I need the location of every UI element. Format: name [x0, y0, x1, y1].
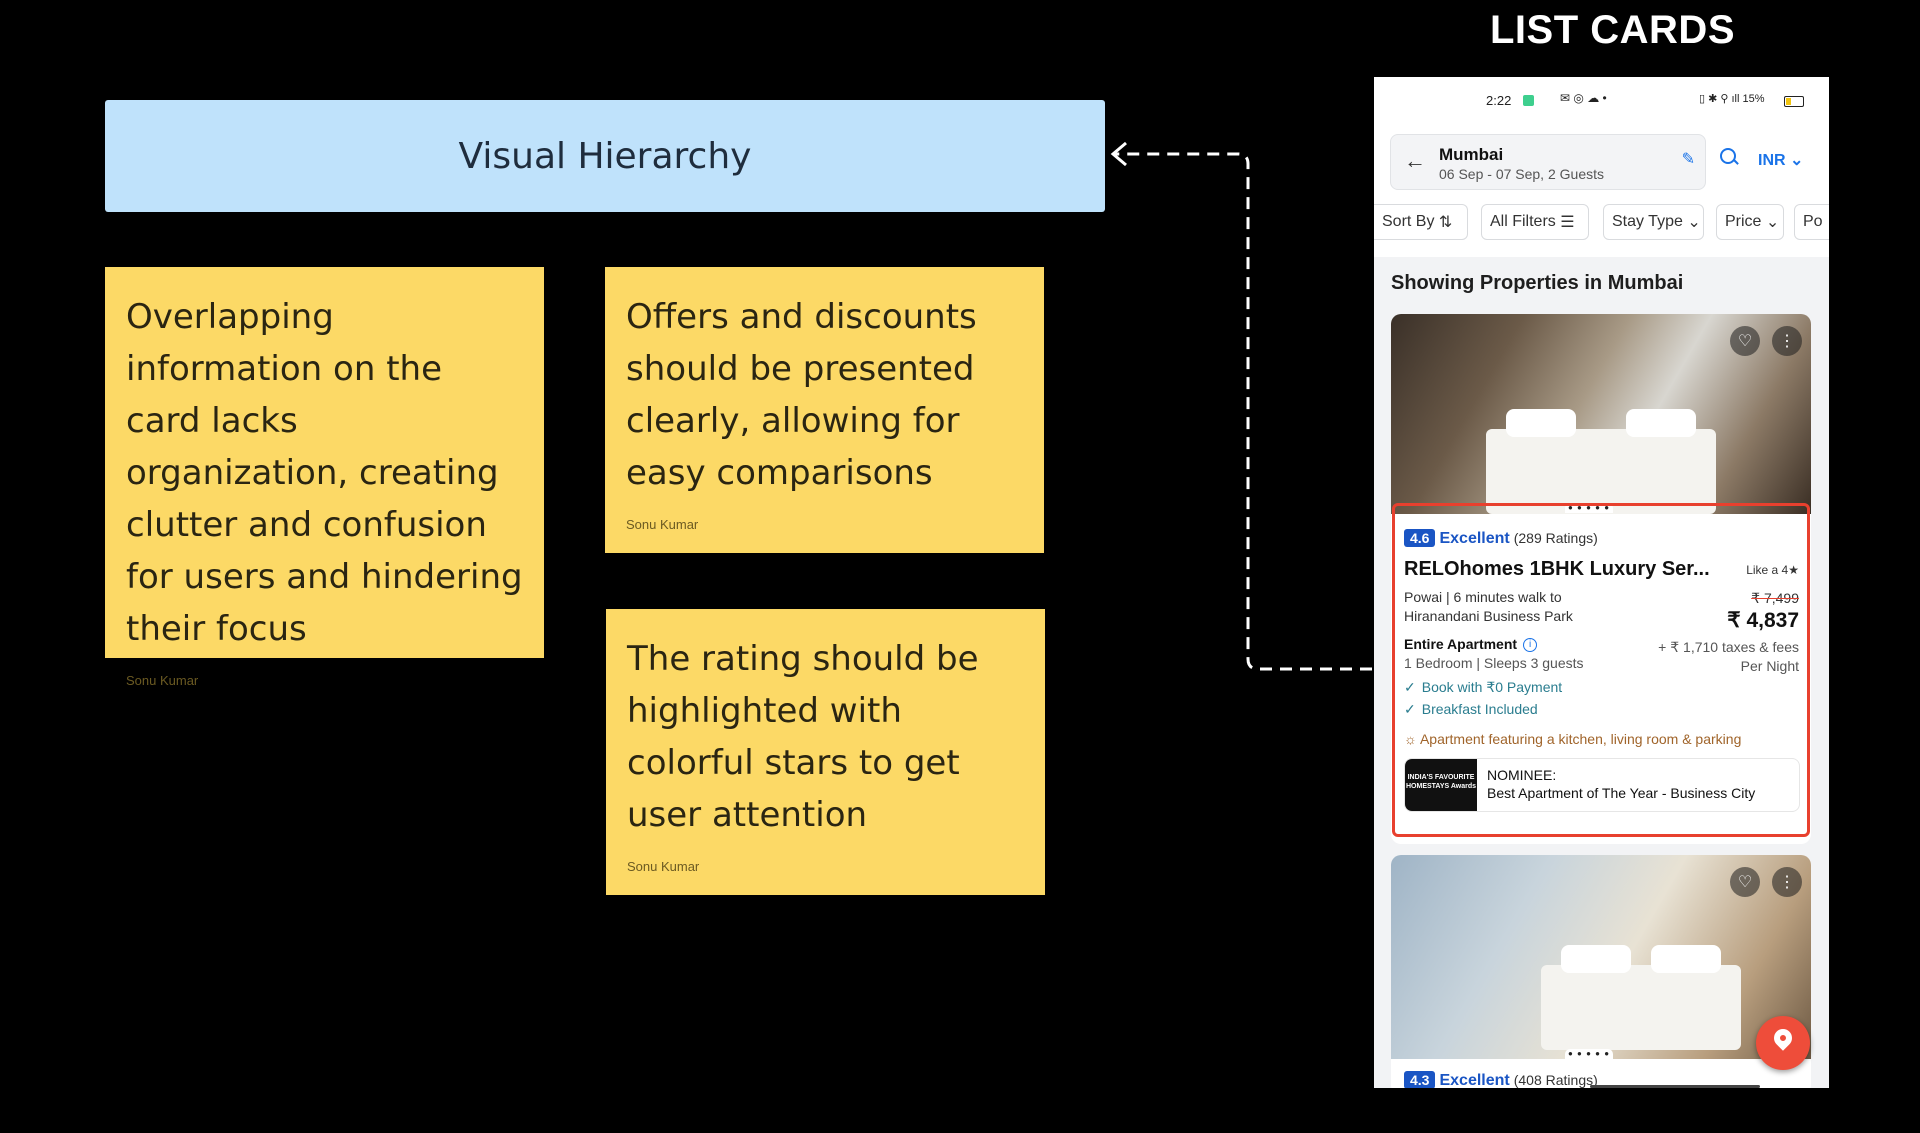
info-icon[interactable]: i — [1523, 638, 1538, 653]
feature-highlight: ☼ Apartment featuring a kitchen, living … — [1404, 731, 1741, 747]
chip-label: Sort By — [1382, 213, 1435, 230]
discounted-price: ₹ 4,837 — [1727, 609, 1799, 632]
like-tag: Like a 4★ — [1746, 563, 1799, 577]
perk-label: Book with ₹0 Payment — [1421, 679, 1563, 695]
chip-label: Po — [1803, 213, 1823, 230]
carousel-dots[interactable]: ● ● ● ● ● — [1565, 503, 1613, 513]
list-cards-title: LIST CARDS — [1490, 8, 1735, 52]
bed-illustration — [1486, 409, 1716, 514]
property-name[interactable]: RELOhomes 1BHK Luxury Ser... — [1404, 558, 1710, 580]
note-author: Sonu Kumar — [126, 673, 199, 688]
property-location: Powai | 6 minutes walk to Hiranandani Bu… — [1404, 589, 1573, 624]
note-text: The rating should be highlighted with co… — [627, 639, 979, 835]
perk-item: ✓ Book with ₹0 Payment — [1404, 679, 1562, 696]
bed-illustration — [1541, 945, 1741, 1050]
more-options-icon[interactable]: ⋮ — [1772, 326, 1802, 356]
status-time: 2:22 — [1486, 93, 1512, 108]
app-notification-icon — [1523, 95, 1534, 106]
chip-label: All Filters — [1490, 213, 1556, 230]
heart-icon[interactable]: ♡ — [1730, 326, 1760, 356]
perk-label: Breakfast Included — [1421, 701, 1538, 717]
home-indicator[interactable] — [1590, 1085, 1760, 1088]
battery-icon — [1784, 96, 1804, 107]
property-type-label: Entire Apartment — [1404, 636, 1518, 652]
sticky-note-rating: The rating should be highlighted with co… — [606, 609, 1045, 895]
more-options-icon[interactable]: ⋮ — [1772, 867, 1802, 897]
pillow — [1506, 409, 1576, 437]
battery-percent: 15% — [1742, 93, 1765, 105]
lightbulb-icon: ☼ — [1404, 731, 1417, 747]
note-author: Sonu Kumar — [626, 517, 699, 532]
system-icons: ▯ ✱ ⚲ ıll 15% — [1699, 93, 1765, 105]
chip-label: Price — [1725, 213, 1762, 230]
phone-screen: 2:22 ✉ ◎ ☁ • ▯ ✱ ⚲ ıll 15% ← Mumbai 06 S… — [1374, 77, 1829, 1088]
note-text: Overlapping information on the card lack… — [126, 297, 523, 649]
rating-badge: 4.6 — [1404, 529, 1436, 547]
notification-icons: ✉ ◎ ☁ • — [1560, 91, 1607, 105]
check-icon: ✓ — [1404, 679, 1416, 695]
search-summary-bar[interactable]: ← Mumbai 06 Sep - 07 Sep, 2 Guests ✎ — [1390, 134, 1706, 190]
pillow — [1626, 409, 1696, 437]
pillow — [1561, 945, 1631, 973]
original-price: ₹ 7,499 — [1751, 590, 1799, 606]
search-icon[interactable] — [1720, 148, 1736, 164]
back-arrow-icon[interactable]: ← — [1404, 148, 1426, 173]
sticky-note-offers: Offers and discounts should be presented… — [605, 267, 1044, 553]
results-heading: Showing Properties in Mumbai — [1391, 272, 1684, 294]
visual-hierarchy-header: Visual Hierarchy — [105, 100, 1105, 212]
perk-item: ✓ Breakfast Included — [1404, 701, 1538, 718]
rating-count: (408 Ratings) — [1513, 1072, 1598, 1088]
search-dates: 06 Sep - 07 Sep, 2 Guests — [1439, 166, 1604, 182]
connector-arrow — [1110, 141, 1372, 671]
pillow — [1651, 945, 1721, 973]
taxes-fees: + ₹ 1,710 taxes & fees — [1658, 639, 1799, 655]
rating-badge: 4.3 — [1404, 1071, 1436, 1088]
heart-icon[interactable]: ♡ — [1730, 867, 1760, 897]
search-city: Mumbai — [1439, 145, 1504, 164]
filter-icon: ☰ — [1560, 214, 1575, 231]
sticky-note-clutter: Overlapping information on the card lack… — [105, 267, 544, 688]
chevron-down-icon: ⌄ — [1765, 214, 1780, 231]
check-icon: ✓ — [1404, 701, 1416, 717]
chip-price[interactable]: Price ⌄ — [1716, 204, 1784, 240]
chip-more[interactable]: Po — [1794, 204, 1829, 240]
rating-word: Excellent — [1439, 1072, 1510, 1088]
property-type: Entire Apartment i — [1404, 636, 1538, 653]
currency-selector[interactable]: INR ⌄ — [1758, 150, 1803, 170]
note-text: Offers and discounts should be presented… — [626, 297, 977, 493]
chip-stay-type[interactable]: Stay Type ⌄ — [1603, 204, 1704, 240]
carousel-dots[interactable]: ● ● ● ● ● — [1565, 1049, 1613, 1059]
edit-pencil-icon[interactable]: ✎ — [1681, 151, 1695, 168]
header-title: Visual Hierarchy — [458, 135, 752, 177]
chip-sort-by[interactable]: Sort By ⇅ — [1374, 204, 1468, 240]
highlight-frame — [1392, 503, 1810, 837]
per-night: Per Night — [1740, 658, 1799, 674]
award-label: NOMINEE: — [1487, 767, 1557, 783]
award-title: Best Apartment of The Year - Business Ci… — [1487, 785, 1756, 801]
rating-word: Excellent — [1439, 530, 1510, 547]
chevron-down-icon: ⌄ — [1790, 152, 1804, 169]
location-pin-icon — [1770, 1025, 1796, 1051]
property-photo[interactable]: ♡ ⋮ ● ● ● ● ● — [1391, 314, 1811, 514]
award-banner[interactable]: INDIA'S FAVOURITE HOMESTAYS Awards NOMIN… — [1404, 758, 1800, 812]
status-bar: 2:22 ✉ ◎ ☁ • ▯ ✱ ⚲ ıll 15% — [1374, 91, 1829, 111]
chip-all-filters[interactable]: All Filters ☰ — [1481, 204, 1589, 240]
bed-info: 1 Bedroom | Sleeps 3 guests — [1404, 655, 1584, 671]
rating-count: (289 Ratings) — [1513, 530, 1598, 546]
chip-label: Stay Type — [1612, 213, 1683, 230]
property-photo[interactable]: ♡ ⋮ ● ● ● ● ● — [1391, 855, 1811, 1059]
filter-chips: Sort By ⇅ All Filters ☰ Stay Type ⌄ Pric… — [1374, 204, 1829, 242]
currency-label: INR — [1758, 152, 1786, 169]
note-author: Sonu Kumar — [627, 859, 700, 874]
chevron-down-icon: ⌄ — [1687, 214, 1701, 231]
sort-icon: ⇅ — [1438, 214, 1453, 231]
feature-text: Apartment featuring a kitchen, living ro… — [1419, 731, 1742, 747]
map-fab-button[interactable] — [1756, 1016, 1810, 1070]
award-logo: INDIA'S FAVOURITE HOMESTAYS Awards — [1405, 759, 1477, 811]
